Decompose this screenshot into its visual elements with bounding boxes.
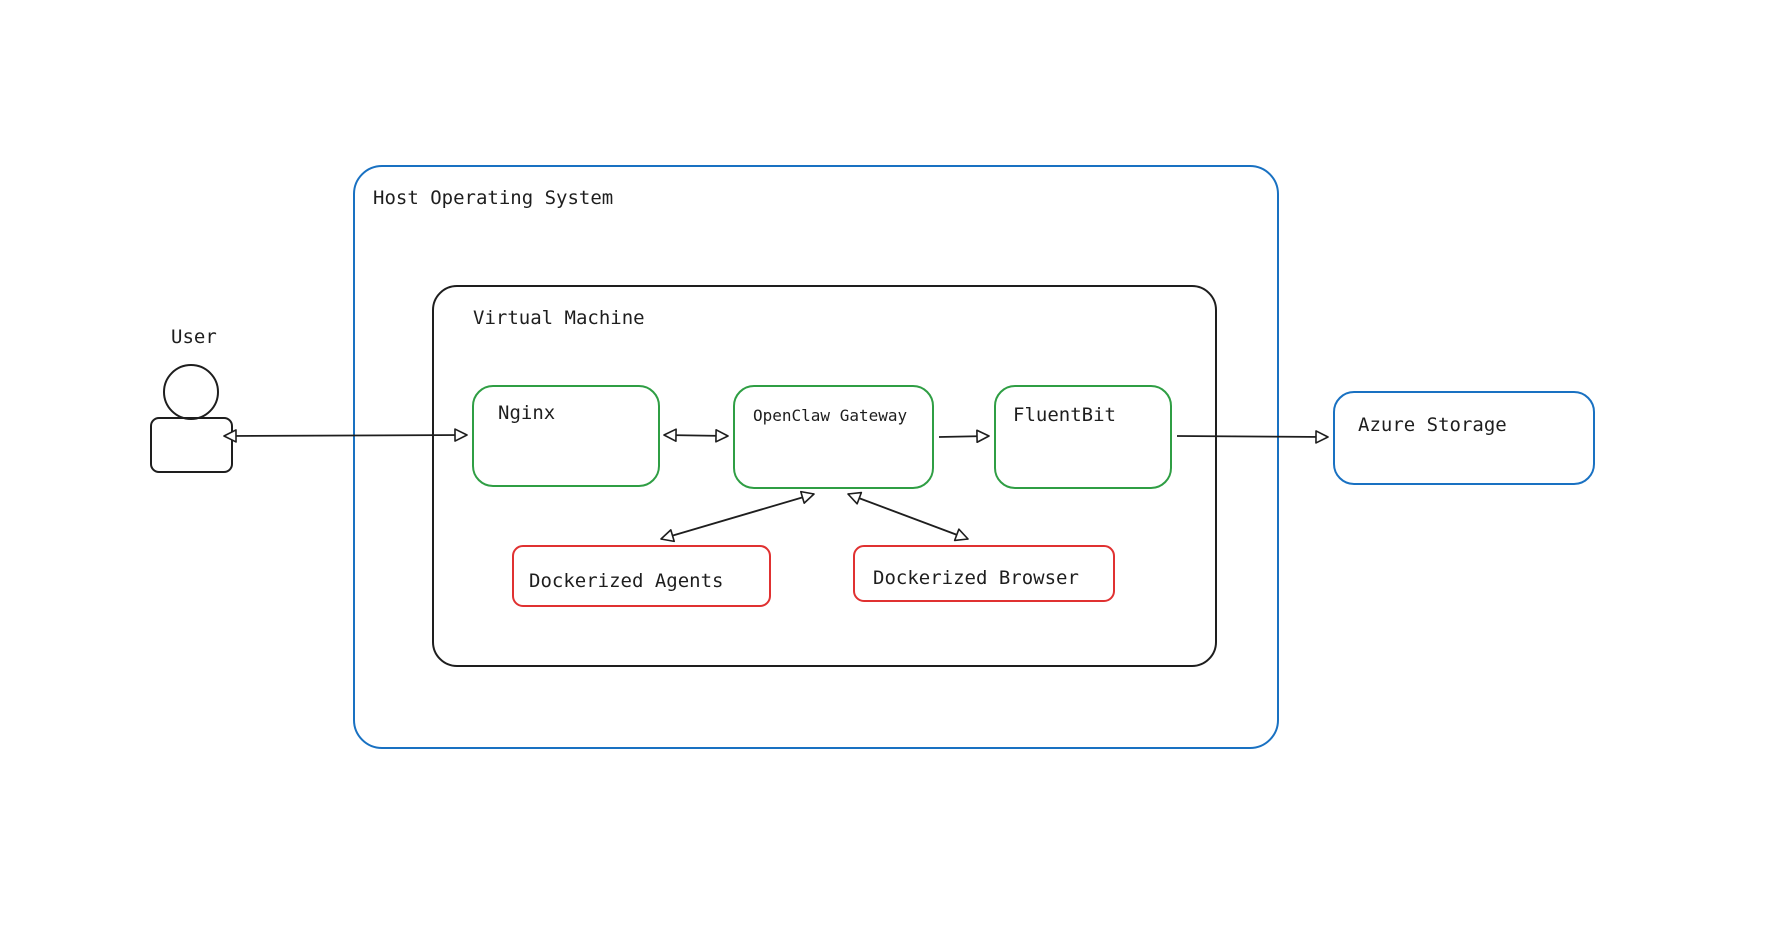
openclaw-gateway-label: OpenClaw Gateway bbox=[753, 406, 907, 425]
nginx-border bbox=[472, 385, 660, 487]
virtual-machine-box[interactable]: Virtual Machine bbox=[432, 285, 1217, 667]
host-operating-system-border bbox=[353, 165, 1279, 749]
azure-storage-label: Azure Storage bbox=[1358, 414, 1507, 436]
azure-storage-border bbox=[1333, 391, 1595, 485]
dockerized-browser-node[interactable]: Dockerized Browser bbox=[853, 545, 1115, 602]
fluentbit-node[interactable]: FluentBit bbox=[994, 385, 1172, 489]
dockerized-browser-label: Dockerized Browser bbox=[873, 567, 1079, 589]
openclaw-gateway-border bbox=[733, 385, 934, 489]
dockerized-agents-node[interactable]: Dockerized Agents bbox=[512, 545, 771, 607]
fluentbit-border bbox=[994, 385, 1172, 489]
dockerized-agents-label: Dockerized Agents bbox=[529, 570, 723, 592]
user-actor[interactable]: User bbox=[150, 326, 233, 473]
azure-storage-node[interactable]: Azure Storage bbox=[1333, 391, 1595, 485]
arrow-gateway-agents bbox=[660, 490, 815, 543]
arrow-user-nginx bbox=[223, 428, 468, 443]
user-label: User bbox=[171, 326, 217, 348]
user-head-icon bbox=[163, 364, 219, 420]
host-operating-system-label: Host Operating System bbox=[373, 187, 613, 209]
fluentbit-label: FluentBit bbox=[1013, 404, 1116, 426]
dockerized-browser-border bbox=[853, 545, 1115, 602]
arrow-nginx-gateway bbox=[663, 428, 729, 443]
nginx-node[interactable]: Nginx bbox=[472, 385, 660, 487]
host-operating-system-box[interactable]: Host Operating System bbox=[353, 165, 1279, 749]
arrow-gateway-browser bbox=[847, 491, 969, 542]
arrow-gateway-fluentbit bbox=[938, 429, 990, 444]
virtual-machine-label: Virtual Machine bbox=[473, 307, 645, 329]
virtual-machine-border bbox=[432, 285, 1217, 667]
nginx-label: Nginx bbox=[498, 402, 555, 424]
openclaw-gateway-node[interactable]: OpenClaw Gateway bbox=[733, 385, 934, 489]
dockerized-agents-border bbox=[512, 545, 771, 607]
arrow-fluentbit-azure bbox=[1176, 430, 1329, 444]
user-body-icon bbox=[150, 417, 233, 473]
